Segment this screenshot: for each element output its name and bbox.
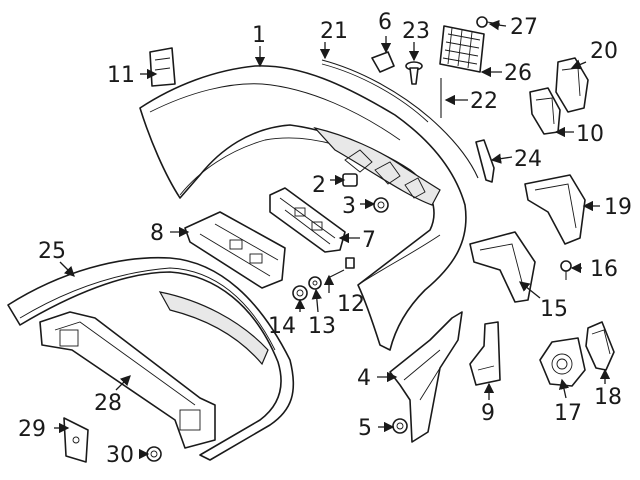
callout-1: 1 <box>252 23 266 48</box>
callout-29: 29 <box>18 417 46 442</box>
bracket-19-part <box>524 174 586 245</box>
callout-16: 16 <box>590 257 618 282</box>
grille-mesh-26-part <box>439 25 485 73</box>
callout-25: 25 <box>38 239 66 264</box>
bumper-cover-part <box>139 65 467 351</box>
nut-3-part <box>373 197 389 213</box>
screw-27-part <box>476 16 501 28</box>
leader-lines <box>54 19 611 460</box>
callout-30: 30 <box>106 443 134 468</box>
callout-17: 17 <box>554 401 582 426</box>
bracket-9-part <box>469 321 501 386</box>
leader-20 <box>570 59 587 70</box>
bracket-11-part <box>149 47 176 87</box>
washer-13-part <box>308 276 322 290</box>
leader-24 <box>490 153 513 164</box>
push-pin-23-part <box>405 61 423 85</box>
nut-30-part <box>146 446 162 462</box>
leader-17 <box>558 378 570 399</box>
leader-15 <box>518 281 541 299</box>
leader-27 <box>488 19 507 31</box>
callout-numbers: 1 2 3 4 5 6 7 8 9 10 11 12 13 14 15 16 1… <box>18 10 632 468</box>
bracket-10-part <box>529 87 561 135</box>
leader-28 <box>115 375 131 391</box>
callout-10: 10 <box>576 122 604 147</box>
bracket-20-part <box>555 57 589 113</box>
callout-23: 23 <box>402 19 430 44</box>
callout-5: 5 <box>358 416 372 441</box>
bracket-4-part <box>389 311 463 443</box>
leader-25 <box>59 261 75 277</box>
callout-11: 11 <box>107 63 135 88</box>
strip-24-part <box>475 139 495 183</box>
callout-9: 9 <box>481 401 495 426</box>
clip-6-part <box>371 51 395 73</box>
plate-29-part <box>63 417 89 463</box>
bracket-8-part <box>184 211 286 289</box>
callout-6: 6 <box>378 10 392 35</box>
leader-13 <box>311 288 323 313</box>
callout-8: 8 <box>150 221 164 246</box>
clip-5-part <box>392 418 408 434</box>
callout-15: 15 <box>540 297 568 322</box>
callout-2: 2 <box>312 173 326 198</box>
callout-13: 13 <box>308 314 336 339</box>
callout-28: 28 <box>94 391 122 416</box>
trim-strip-part <box>321 59 479 179</box>
reflector-18-part <box>585 321 615 371</box>
callout-4: 4 <box>357 366 371 391</box>
bolt-16-part <box>560 260 572 280</box>
bracket-15-part <box>469 231 536 303</box>
callout-7: 7 <box>362 228 376 253</box>
callout-14: 14 <box>268 314 296 339</box>
callout-21: 21 <box>320 19 348 44</box>
callout-27: 27 <box>510 15 538 40</box>
bolt-12-part <box>327 257 355 279</box>
callout-22: 22 <box>470 89 498 114</box>
bracket-7-part <box>269 187 346 253</box>
callout-24: 24 <box>514 147 542 172</box>
lamp-17-part <box>539 337 586 387</box>
lower-valance-part <box>7 256 295 461</box>
callout-12: 12 <box>337 292 365 317</box>
callout-20: 20 <box>590 39 618 64</box>
callout-19: 19 <box>604 195 632 220</box>
callout-3: 3 <box>342 194 356 219</box>
nut-14-part <box>292 285 308 301</box>
callout-26: 26 <box>504 61 532 86</box>
nut-2-part <box>342 173 358 187</box>
callout-18: 18 <box>594 385 622 410</box>
